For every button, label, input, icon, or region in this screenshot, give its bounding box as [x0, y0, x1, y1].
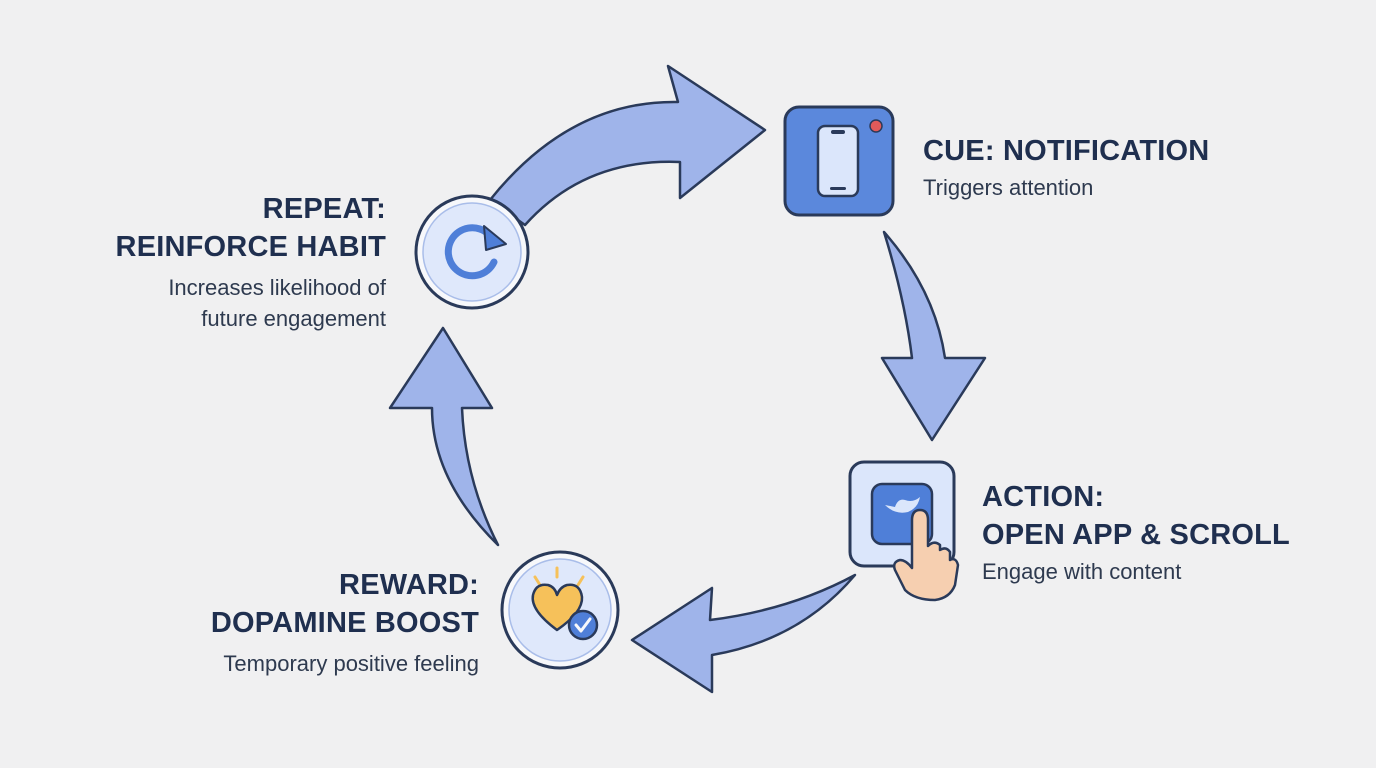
arrow-repeat-to-cue	[488, 64, 767, 227]
action-label: ACTION: OPEN APP & SCROLL Engage with co…	[982, 478, 1290, 587]
hand-icon	[892, 508, 960, 602]
cue-label: CUE: NOTIFICATION Triggers attention	[923, 132, 1209, 203]
repeat-label: REPEAT: REINFORCE HABIT Increases likeli…	[116, 190, 386, 334]
tap-app-icon	[848, 460, 960, 602]
cue-title: CUE: NOTIFICATION	[923, 135, 1210, 167]
reward-label: REWARD: DOPAMINE BOOST Temporary positiv…	[211, 566, 479, 679]
phone-notification-icon	[783, 105, 895, 217]
repeat-description-line-2: future engagement	[201, 306, 386, 331]
arrow-cue-to-action	[880, 230, 987, 442]
cue-description: Triggers attention	[923, 175, 1094, 200]
action-description: Engage with content	[982, 559, 1182, 584]
arrow-action-to-reward	[630, 573, 857, 694]
repeat-description-line-1: Increases likelihood of	[168, 275, 386, 300]
heart-check-icon	[500, 550, 620, 670]
repeat-title-line-1: REPEAT:	[262, 193, 386, 225]
action-title-line-1: ACTION:	[982, 481, 1105, 513]
reward-title-line-1: REWARD:	[339, 569, 479, 601]
refresh-icon	[414, 194, 530, 310]
repeat-title-line-2: REINFORCE HABIT	[115, 231, 386, 263]
action-title-line-2: OPEN APP & SCROLL	[982, 519, 1290, 551]
arrow-reward-to-repeat	[388, 326, 500, 547]
reward-title-line-2: DOPAMINE BOOST	[210, 607, 479, 639]
reward-description: Temporary positive feeling	[223, 651, 479, 676]
